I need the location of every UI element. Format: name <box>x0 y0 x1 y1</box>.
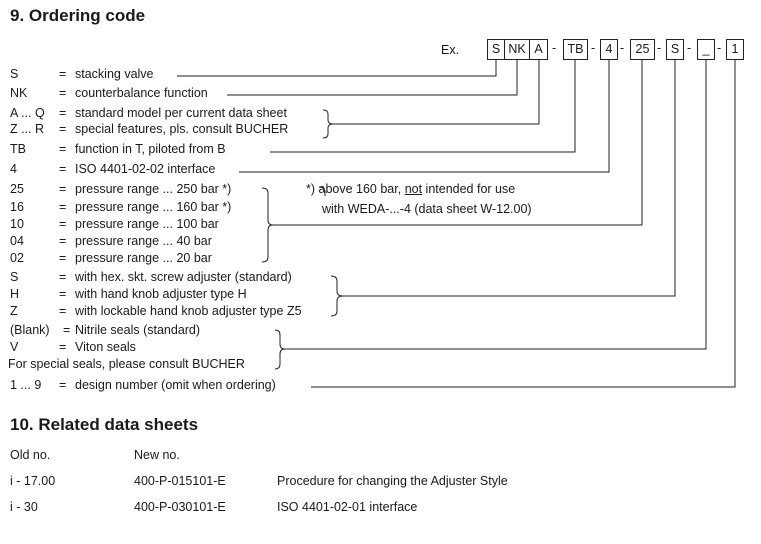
cell-description: ISO 4401-02-01 interface <box>277 500 418 514</box>
row-equals: = <box>59 67 67 81</box>
row-equals: = <box>59 182 67 196</box>
row-key: 02 <box>10 251 24 265</box>
code-dash: - <box>552 41 557 55</box>
header-old-no: Old no. <box>10 448 51 462</box>
row-key: (Blank) <box>10 323 50 337</box>
row-desc: Viton seals <box>75 340 136 354</box>
row-desc: ISO 4401-02-02 interface <box>75 162 216 176</box>
row-desc: design number (omit when ordering) <box>75 378 276 392</box>
row-key: TB <box>10 142 26 156</box>
special-seals-note: For special seals, please consult BUCHER <box>8 357 245 371</box>
row-equals: = <box>59 304 67 318</box>
row-desc: with lockable hand knob adjuster type Z5 <box>75 304 302 318</box>
code-box-25: 25 <box>630 39 655 60</box>
row-key: 25 <box>10 182 24 196</box>
code-dash: - <box>591 41 596 55</box>
code-dash: - <box>657 41 662 55</box>
row-key: H <box>10 287 20 301</box>
row-desc: with hex. skt. screw adjuster (standard) <box>75 270 292 284</box>
row-desc: Nitrile seals (standard) <box>75 323 201 337</box>
row-equals: = <box>59 378 67 392</box>
row-desc: special features, pls. consult BUCHER <box>75 122 289 136</box>
row-equals: = <box>59 142 67 156</box>
code-box-a: A <box>529 39 548 60</box>
header-new-no: New no. <box>134 448 180 462</box>
code-box-blank: _ <box>697 39 715 60</box>
row-desc: pressure range ... 40 bar <box>75 234 212 248</box>
code-box-1: 1 <box>726 39 744 60</box>
code-dash: - <box>620 41 625 55</box>
code-dash: - <box>717 41 722 55</box>
row-key: S <box>10 67 19 81</box>
code-box-nk: NK <box>504 39 530 60</box>
code-box-4: 4 <box>600 39 618 60</box>
code-box-s2: S <box>666 39 684 60</box>
cell-new-no: 400-P-030101-E <box>134 500 226 514</box>
row-equals: = <box>59 162 67 176</box>
row-desc: pressure range ... 20 bar <box>75 251 212 265</box>
row-desc: counterbalance function <box>75 86 208 100</box>
row-key: A ... Q <box>10 106 45 120</box>
row-desc: pressure range ... 250 bar *) <box>75 182 232 196</box>
section-9-title: 9. Ordering code <box>10 6 146 25</box>
row-equals: = <box>59 106 67 120</box>
row-equals: = <box>59 340 67 354</box>
row-key: Z <box>10 304 18 318</box>
code-dash: - <box>687 41 692 55</box>
row-key: Z ... R <box>10 122 45 136</box>
row-key: 04 <box>10 234 24 248</box>
cell-new-no: 400-P-015101-E <box>134 474 226 488</box>
row-equals: = <box>59 217 67 231</box>
row-equals: = <box>59 200 67 214</box>
row-key: V <box>10 340 19 354</box>
cell-description: Procedure for changing the Adjuster Styl… <box>277 474 508 488</box>
row-equals: = <box>63 323 71 337</box>
row-key: 10 <box>10 217 24 231</box>
section-10-title: 10. Related data sheets <box>10 415 199 434</box>
row-equals: = <box>59 234 67 248</box>
footnote-suffix: intended for use <box>422 182 516 196</box>
code-box-tb: TB <box>563 39 588 60</box>
row-desc: function in T, piloted from B <box>75 142 226 156</box>
row-equals: = <box>59 287 67 301</box>
footnote-prefix: *) above 160 bar, <box>306 182 405 196</box>
row-key: NK <box>10 86 28 100</box>
row-key: 4 <box>10 162 17 176</box>
footnote-emphasis: not <box>404 182 423 196</box>
example-label: Ex. <box>441 43 460 57</box>
row-equals: = <box>59 122 67 136</box>
row-equals: = <box>59 270 67 284</box>
row-equals: = <box>59 86 67 100</box>
row-desc: pressure range ... 100 bar <box>75 217 219 231</box>
row-key: 1 ... 9 <box>10 378 42 392</box>
row-desc: stacking valve <box>75 67 154 81</box>
row-key: S <box>10 270 19 284</box>
row-desc: with hand knob adjuster type H <box>75 287 247 301</box>
footnote-line-1: *) above 160 bar, not intended for use <box>306 182 515 196</box>
footnote-line-2: with WEDA-...-4 (data sheet W-12.00) <box>322 202 532 216</box>
row-equals: = <box>59 251 67 265</box>
row-key: 16 <box>10 200 24 214</box>
cell-old-no: i - 30 <box>10 500 38 514</box>
row-desc: standard model per current data sheet <box>75 106 287 120</box>
cell-old-no: i - 17.00 <box>10 474 56 488</box>
row-desc: pressure range ... 160 bar *) <box>75 200 232 214</box>
